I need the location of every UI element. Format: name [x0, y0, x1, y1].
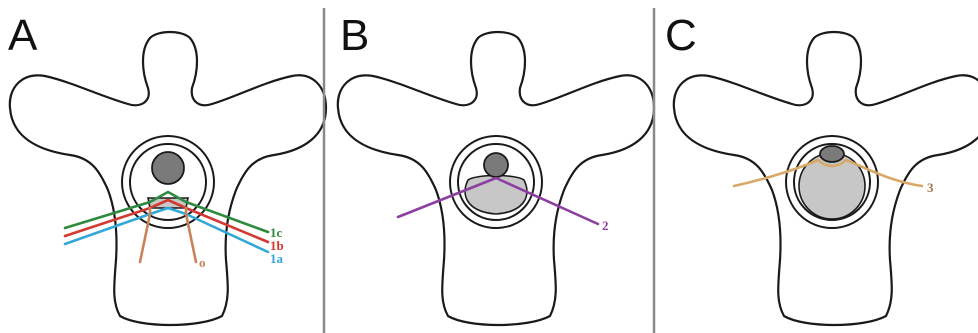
route-3-label: 3: [927, 180, 934, 195]
lesion: [465, 176, 527, 215]
panel-a-letter: A: [8, 11, 38, 60]
route-o-label: o: [199, 255, 206, 270]
spinal-cord: [152, 152, 184, 184]
panel-a: A 1c 1b 1a o: [8, 11, 326, 325]
panel-b-letter: B: [340, 11, 369, 60]
panel-c: C 3: [665, 11, 978, 325]
spinal-cord: [484, 153, 508, 177]
route-1a-label: 1a: [270, 251, 284, 266]
panel-c-letter: C: [665, 11, 697, 60]
spinal-cord: [820, 146, 844, 162]
route-2-label: 2: [602, 218, 609, 233]
panel-b: B 2: [338, 11, 654, 325]
